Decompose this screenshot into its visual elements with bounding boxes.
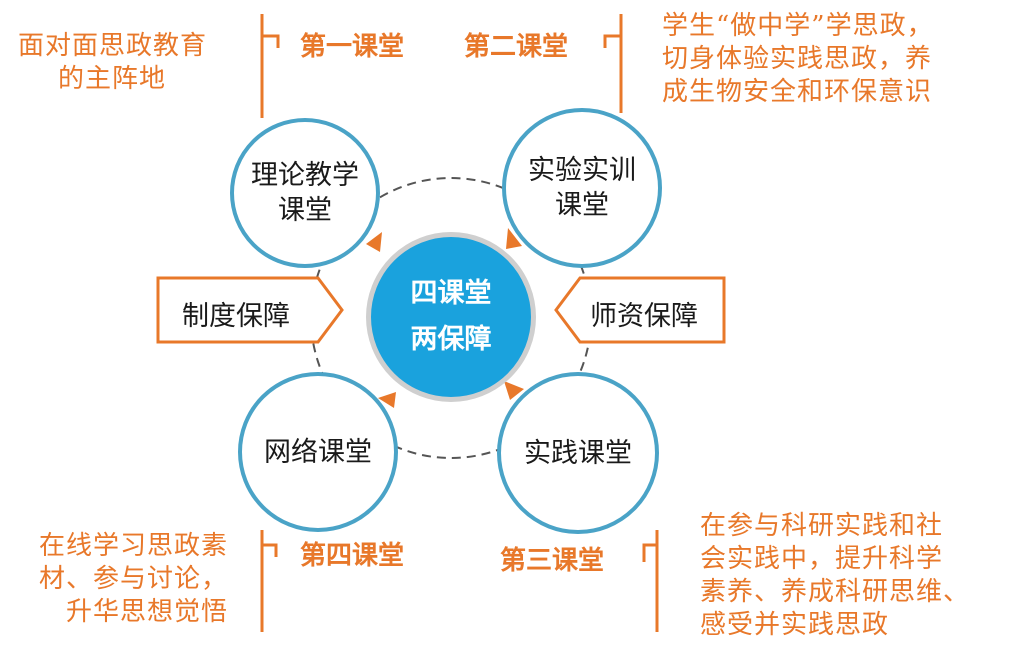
right-guarantee-arrow xyxy=(554,276,726,344)
guarantee-system: 制度保障 xyxy=(182,301,290,332)
arrow-top-left xyxy=(366,232,382,252)
bracket-fourth xyxy=(260,530,278,632)
description-third: 在参与科研实践和社 会实践中，提升科学 素养、养成科研思维、 感受并实践思政 xyxy=(700,511,971,640)
circle-experiment-line2: 课堂 xyxy=(555,190,609,221)
circle-network: 网络课堂 xyxy=(238,372,398,532)
label-first-classroom: 第一课堂 xyxy=(300,32,405,62)
bracket-third xyxy=(642,530,659,632)
label-third-classroom: 第三课堂 xyxy=(500,546,605,576)
description-fourth: 在线学习思政素 材、参与讨论， 升华思想觉悟 xyxy=(38,531,228,627)
circle-network-label: 网络课堂 xyxy=(264,436,372,468)
circle-theory-line2: 课堂 xyxy=(278,195,332,226)
bracket-second xyxy=(603,14,623,113)
circle-theory-teaching: 理论教学 课堂 xyxy=(230,118,380,268)
label-fourth-classroom: 第四课堂 xyxy=(300,541,405,571)
description-first: 面对面思政教育 的主阵地 xyxy=(18,31,208,94)
circle-practice-label: 实践课堂 xyxy=(524,437,632,469)
description-second: 学生“做中学”学思政， 切身体验实践思政，养 成生物安全和环保意识 xyxy=(662,11,934,107)
arrow-top-right xyxy=(506,228,522,249)
guarantee-faculty: 师资保障 xyxy=(590,301,698,332)
center-circle: 四课堂 两保障 xyxy=(366,232,536,402)
circle-experiment-line1: 实验实训 xyxy=(528,155,636,186)
center-line1: 四课堂 xyxy=(410,278,492,309)
arrow-bottom-left xyxy=(378,392,396,408)
center-line2: 两保障 xyxy=(410,324,492,355)
bracket-first xyxy=(260,14,280,118)
left-guarantee-arrow xyxy=(156,276,344,344)
circle-practice: 实践课堂 xyxy=(497,372,659,534)
circle-theory-line1: 理论教学 xyxy=(251,160,359,191)
label-second-classroom: 第二课堂 xyxy=(464,32,569,62)
arrow-bottom-right xyxy=(504,381,524,400)
circle-experiment-training: 实验实训 课堂 xyxy=(502,108,662,268)
